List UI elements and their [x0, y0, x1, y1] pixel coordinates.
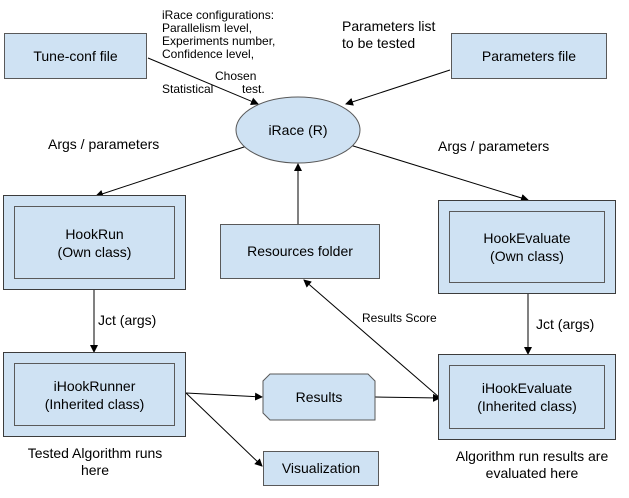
parameters-list-line: Parameters list	[342, 18, 436, 34]
irace-config-line: test.	[242, 82, 265, 96]
arrow-ihookevaluate-to-resources	[303, 279, 441, 399]
parameters-list-line: to be tested	[342, 35, 416, 51]
ihookrunner-subtitle: (Inherited class)	[44, 395, 145, 412]
ihookevaluate-node: iHookEvaluate (Inherited class)	[438, 354, 616, 440]
arrow-ihookrunner-to-visualization	[185, 392, 263, 467]
tested-algorithm-line: here	[80, 462, 110, 478]
ihookevaluate-title: iHookEvaluate	[481, 380, 573, 396]
tune-conf-file-label: Tune-conf file	[33, 47, 118, 64]
arrow-irace-to-hookrun	[95, 144, 251, 198]
parameters-list-note: Parameters list to be tested	[342, 18, 435, 52]
parameters-file-label: Parameters file	[481, 47, 577, 64]
hookrun-node: HookRun (Own class)	[3, 195, 186, 290]
visualization-node: Visualization	[263, 451, 379, 486]
args-parameters-right-label: Args / parameters	[438, 138, 550, 154]
arrow-irace-to-hookevaluate	[349, 144, 529, 202]
ihookrunner-node: iHookRunner (Inherited class)	[3, 352, 186, 437]
evaluated-here-note: Algorithm run results are evaluated here	[447, 448, 617, 482]
arrow-ihookrunner-to-results	[185, 392, 263, 401]
irace-config-line: Confidence level,	[162, 47, 255, 61]
arrow-results-to-ihookevaluate	[374, 393, 441, 402]
arrow-parameters-to-irace	[345, 69, 451, 106]
irace-node-shape	[235, 96, 361, 164]
hookrun-title: HookRun	[65, 225, 124, 242]
resources-folder-label: Resources folder	[247, 243, 353, 259]
visualization-label: Visualization	[281, 460, 361, 476]
results-label: Results	[295, 389, 343, 405]
args-parameters-left-label: Args / parameters	[48, 136, 160, 152]
jct-args-right-label: Jct (args)	[536, 316, 595, 332]
parameters-file-node: Parameters file	[451, 33, 607, 79]
ihookevaluate-subtitle: (Inherited class)	[477, 398, 577, 414]
jct-args-left-label: Jct (args)	[98, 312, 157, 328]
irace-config-line: Parallelism level,	[162, 21, 253, 35]
arrow-tuneconf-to-irace	[147, 57, 259, 105]
results-node: Results	[263, 374, 375, 420]
hookevaluate-subtitle: (Own class)	[490, 248, 564, 264]
results-score-label: Results Score	[362, 311, 437, 325]
resources-folder-node: Resources folder	[220, 224, 380, 279]
evaluated-here-line: evaluated here	[485, 465, 579, 481]
tune-conf-file-node: Tune-conf file	[4, 33, 147, 79]
ihookrunner-title: iHookRunner	[53, 377, 136, 394]
tested-algorithm-note: Tested Algorithm runs here	[20, 445, 170, 479]
hookrun-subtitle: (Own class)	[57, 243, 132, 260]
results-node-shape	[262, 373, 376, 421]
irace-label: iRace (R)	[268, 122, 328, 138]
hookevaluate-title: HookEvaluate	[483, 230, 571, 246]
irace-config-line: iRace configurations:	[162, 8, 275, 22]
irace-node: iRace (R)	[236, 97, 360, 163]
tested-algorithm-line: Tested Algorithm runs	[27, 445, 163, 461]
evaluated-here-line: Algorithm run results are	[455, 448, 609, 464]
hookevaluate-node: HookEvaluate (Own class)	[438, 200, 616, 294]
irace-config-line: Statistical	[162, 82, 214, 96]
irace-config-line: Chosen	[215, 69, 257, 83]
irace-configurations-note: iRace configurations: Parallelism level,…	[162, 9, 275, 61]
irace-config-line: Experiments number,	[162, 34, 276, 48]
